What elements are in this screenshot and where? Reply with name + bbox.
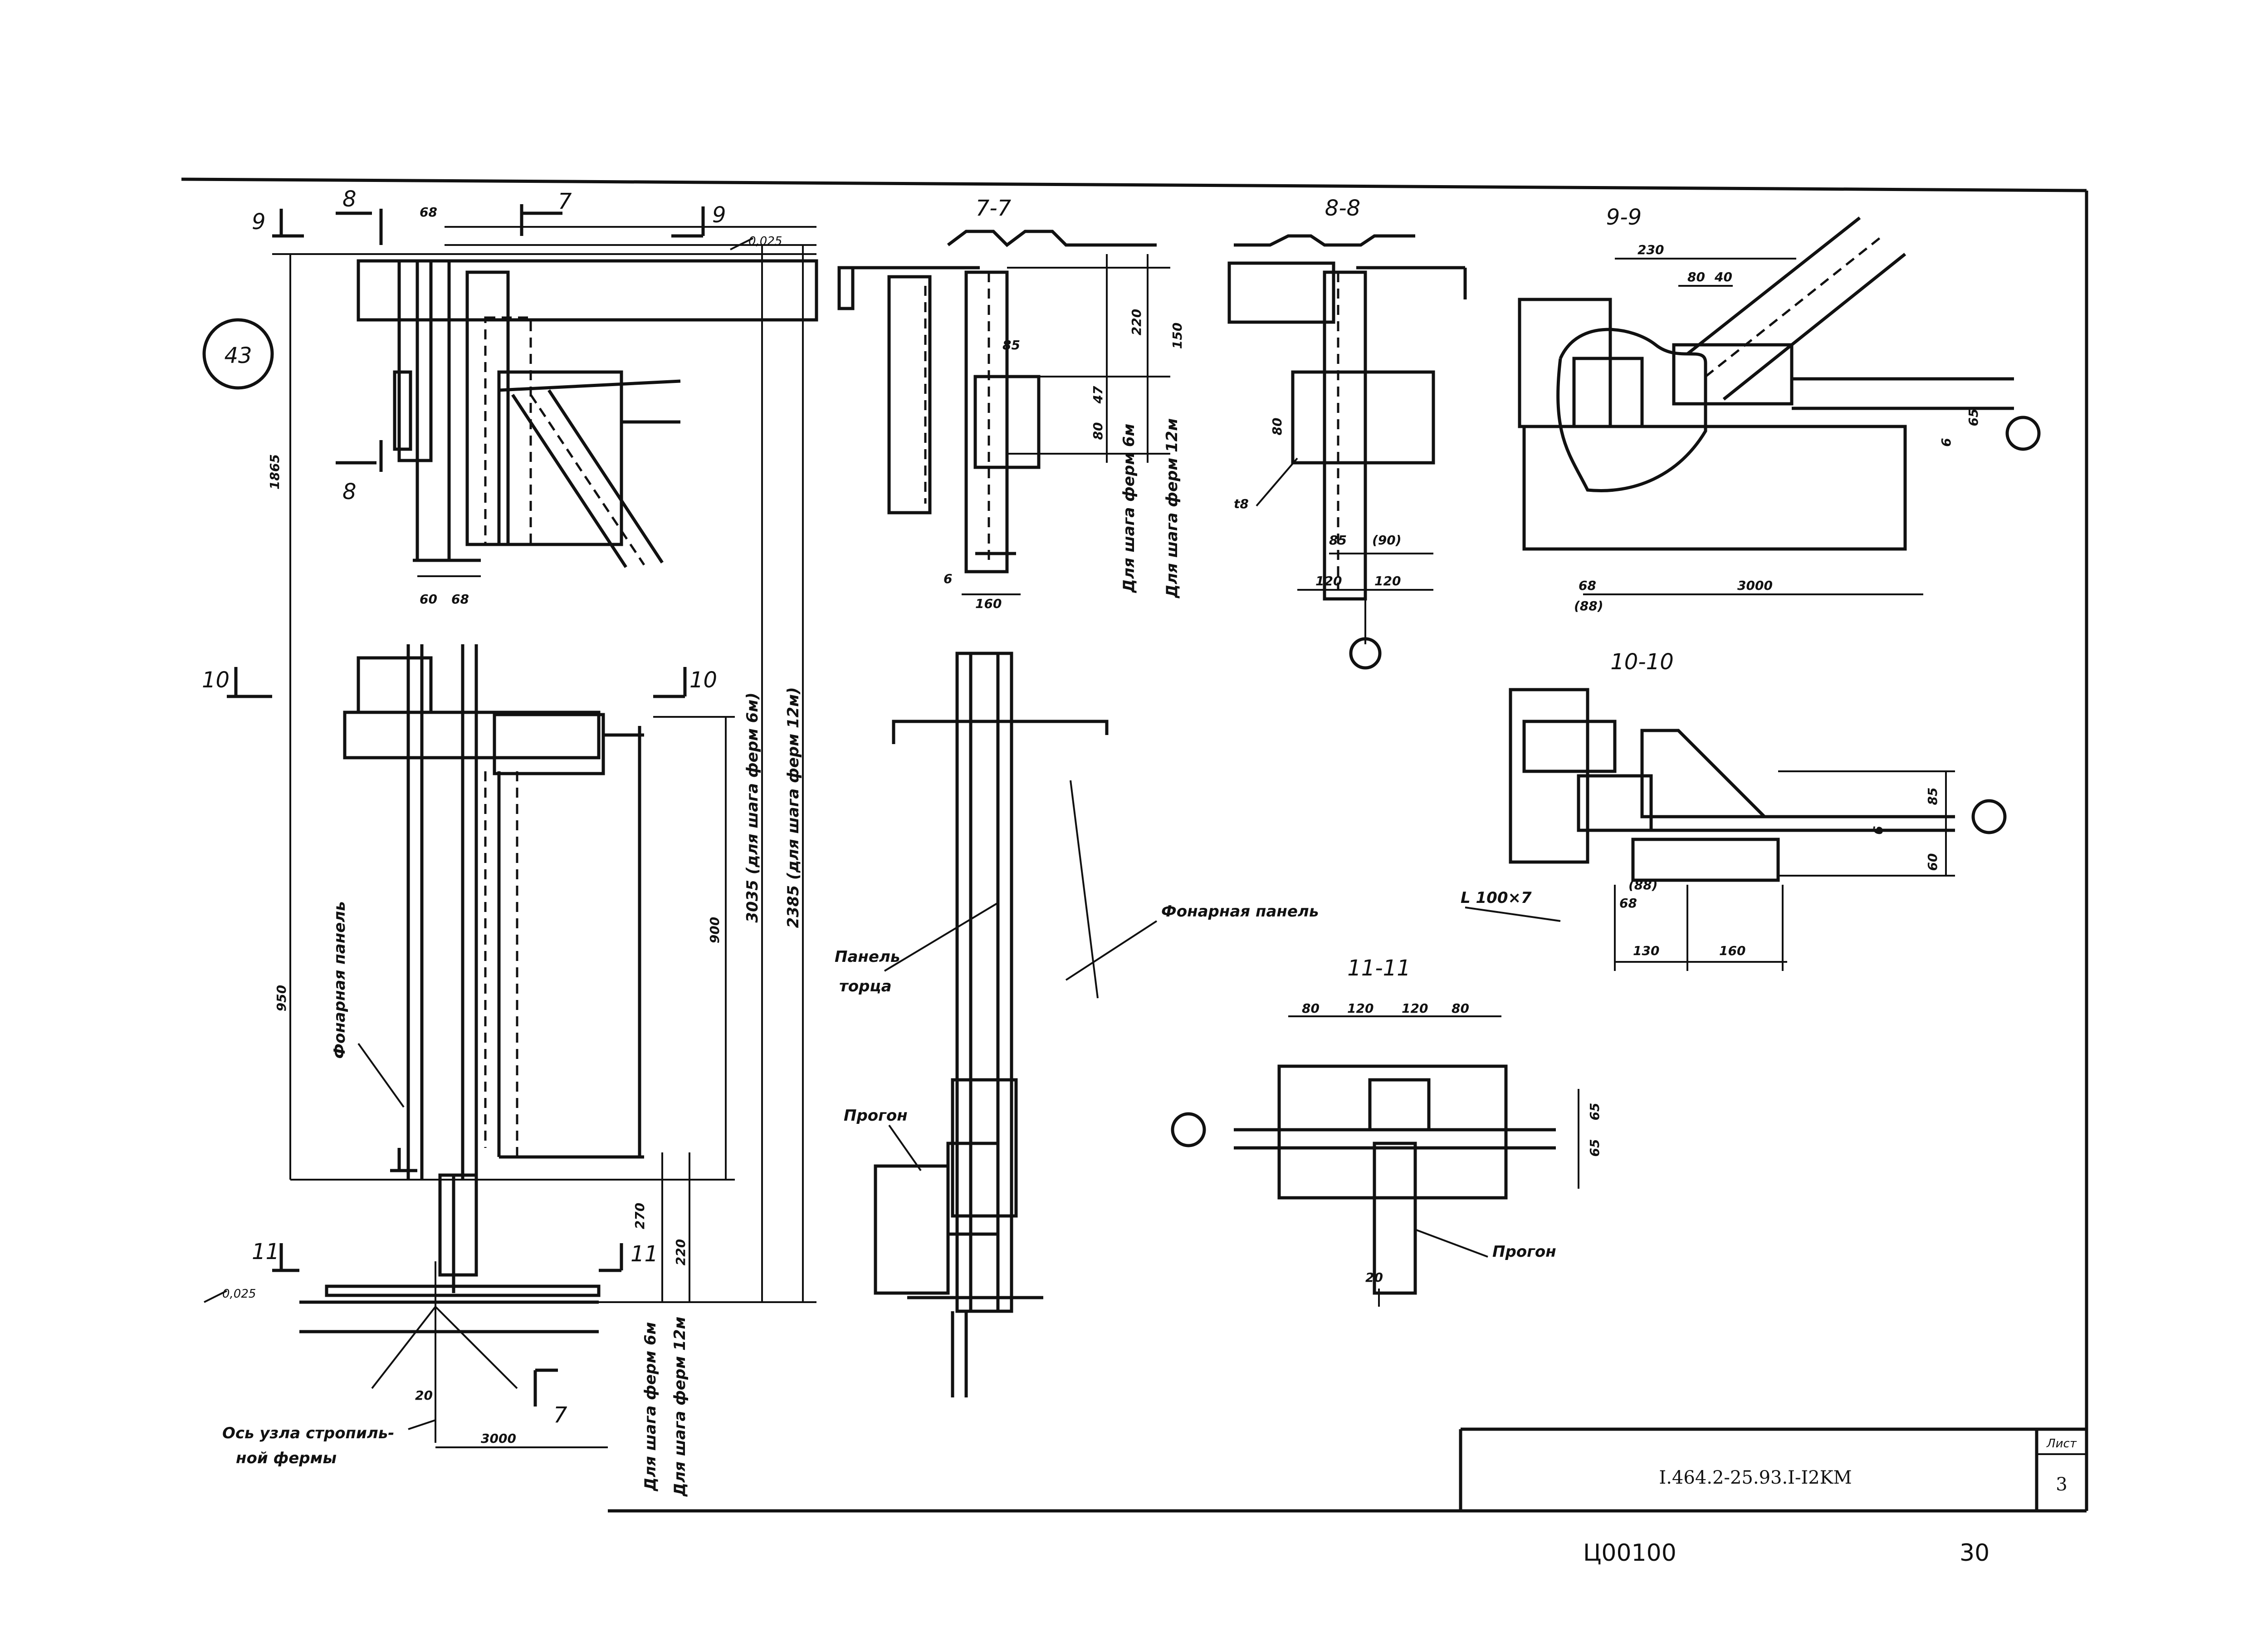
s11-dim-80b: 80 [1452,1001,1469,1016]
s8-dim-90: (90) [1372,533,1402,548]
sheet-label: Лист [2046,1437,2077,1451]
s7-dim-85: 85 [1002,338,1020,353]
dim-20: 20 [415,1388,433,1403]
s7-dim-80: 80 [1090,422,1105,440]
purlin-label-b: Прогон [1492,1243,1556,1261]
dim-68-top: 68 [420,205,437,220]
s11-dim-65a: 65 [1587,1103,1602,1121]
end-panel-label-line1: Панель [835,948,900,966]
section-7-7-title: 7-7 [976,196,1012,221]
s7-dim-160: 160 [975,596,1002,611]
s9-dim-65: 65 [1966,409,1981,426]
s9-dim-6: 6 [1939,438,1954,446]
cut-9-left: 9 [252,209,266,235]
title-block: I.464.2-25.93.I-I2KM Лист 3 [1459,1427,2087,1511]
truss-axis-label-line1: Ось узла стропиль- [222,1424,394,1442]
elevation-bottom: 0,025 [222,1287,256,1301]
section-7-7: 7-7 220 150 85 47 80 6 160 Для шага ферм… [835,196,1319,1397]
s8-dim-80: 80 [1270,418,1285,436]
s9-dim-40: 40 [1714,270,1732,284]
s8-dim-85: 85 [1329,533,1347,548]
elevation-top: 0,025 [748,235,782,248]
dim-1865: 1865 [267,454,282,490]
dim-3000: 3000 [481,1431,516,1446]
s10-dim-60: 60 [1925,853,1940,871]
s11-dim-120a: 120 [1347,1001,1374,1016]
cut-8-top: 8 [342,186,357,212]
dim-270: 270 [632,1203,647,1229]
dim-3035-label: 3035 (для шага ферм 6м) [743,692,762,922]
page-number: 30 [1960,1539,1989,1567]
s7-dim-220: 220 [1129,309,1144,335]
s8-t8-label: t8 [1234,496,1249,511]
s10-dim-6: 6 [1871,826,1886,834]
s7-dim-47: 47 [1090,386,1105,404]
dim-950: 950 [274,985,289,1011]
section-8-8-title: 8-8 [1325,196,1360,221]
section-11-11-title: 11-11 [1347,956,1410,981]
cut-10-left: 10 [202,667,230,693]
s10-dim-68: 68 [1619,896,1637,911]
s10-dim-88: (88) [1628,877,1658,892]
cut-11-left: 11 [252,1239,279,1264]
cut-7-bottom: 7 [553,1402,567,1428]
cut-8-bottom: 8 [342,479,357,505]
sheet-frame [181,177,2088,1513]
cut-7-top: 7 [558,189,572,214]
s8-dim-120b: 120 [1374,573,1401,588]
purlin-label-a: Прогон [844,1107,908,1125]
cut-11-right: 11 [631,1241,658,1267]
s9-dim-80: 80 [1687,270,1705,284]
lantern-panel-label-vertical: Фонарная панель [331,901,349,1059]
dim-68: 68 [451,592,469,607]
s7-truss-12m: Для шага ферм 12м [1163,418,1181,598]
document-code: I.464.2-25.93.I-I2KM [1659,1467,1852,1488]
s7-truss-6m: Для шага ферм 6м [1120,424,1138,593]
section-9-9-title: 9-9 [1606,205,1642,230]
node-number: 43 [224,343,252,368]
s9-dim-3000: 3000 [1737,578,1773,593]
node-number-circle: 43 [202,318,274,390]
s10-dim-130: 130 [1633,943,1659,958]
s10-dim-85: 85 [1925,788,1940,805]
s11-dim-80a: 80 [1302,1001,1320,1016]
s11-dim-120b: 120 [1402,1001,1428,1016]
s11-dim-20: 20 [1365,1270,1383,1285]
s9-dim-68: 68 [1579,578,1596,593]
cut-10-right: 10 [689,667,717,693]
section-9-9: 9-9 230 80 40 65 6 68 (88) 3000 [1518,205,2041,613]
section-10-10: 10-10 85 6 60 (88) 68 130 160 L 100×7 [1461,649,2007,971]
sheet-number: 3 [2056,1474,2067,1495]
truss-step-6m-label: Для шага ферм 6м [641,1322,660,1492]
section-8-8: 8-8 80 85 (90) 120 120 t8 [1227,196,1467,670]
s9-dim-230: 230 [1637,242,1664,257]
dim-900: 900 [707,917,722,943]
end-panel-label-line2: торца [839,977,892,995]
cut-markers: 9 9 8 8 7 7 10 10 11 11 [202,186,726,1428]
dim-60: 60 [420,592,437,607]
s7-dim-6: 6 [943,571,952,586]
dim-220: 220 [673,1239,688,1265]
archive-code: Ц00100 [1583,1539,1677,1567]
section-11-11: 11-11 80 120 120 80 65 65 20 Прогон [1171,956,1602,1307]
truss-step-12m-label: Для шага ферм 12м [671,1317,689,1497]
cut-9-right: 9 [712,202,726,228]
section-10-10-title: 10-10 [1610,649,1673,675]
dim-2385-label: 2385 (для шага ферм 12м) [784,687,802,928]
s8-dim-120a: 120 [1315,573,1342,588]
truss-axis-label-line2: ной фермы [236,1449,337,1467]
s10-dim-160: 160 [1719,943,1745,958]
s7-dim-150: 150 [1170,323,1185,349]
s9-dim-88: (88) [1574,598,1603,613]
lantern-panel-label: Фонарная панель [1161,902,1319,921]
s11-dim-65b: 65 [1587,1139,1602,1157]
angle-label: L 100×7 [1461,889,1532,907]
main-elevation-view: 1865 68 60 68 950 900 270 220 20 3000 30… [202,186,818,1497]
